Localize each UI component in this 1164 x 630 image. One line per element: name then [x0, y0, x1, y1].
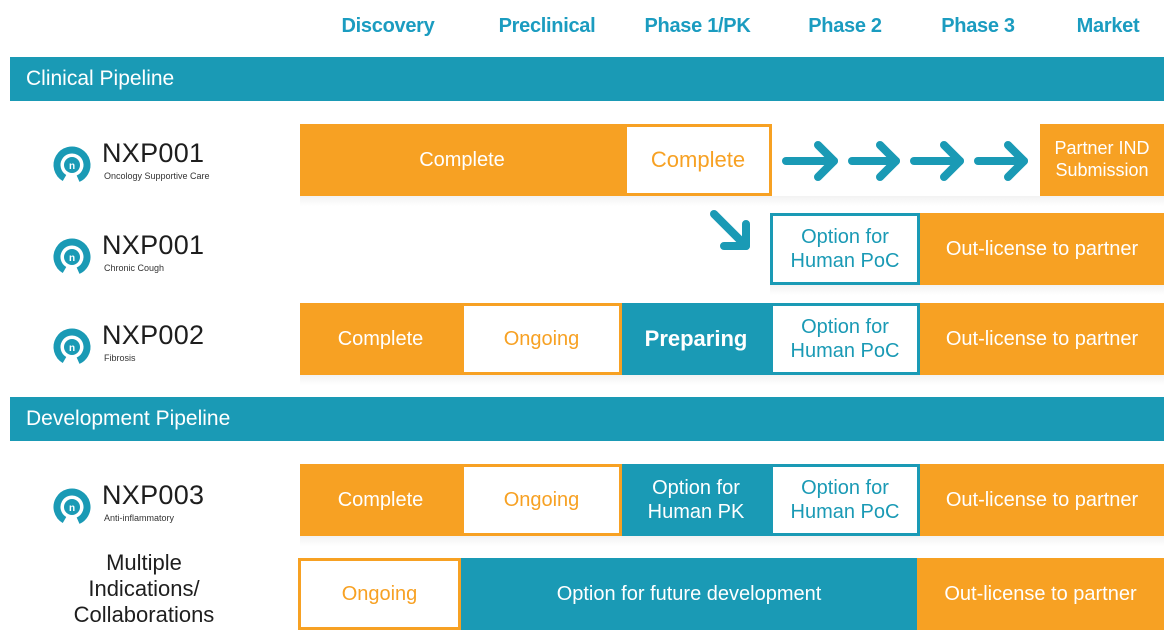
arrow-sequence [782, 141, 1028, 181]
segment-out-license: Out-license to partner [920, 464, 1164, 536]
phase-1-pk: Phase 1/PK [644, 15, 751, 37]
segment-option-human-poc: Option for Human PoC [770, 213, 920, 285]
svg-text:n: n [69, 503, 75, 514]
segment-partner-ind-submission: Partner IND Submission [1040, 124, 1164, 196]
phase-market: Market [1076, 15, 1140, 37]
company-logo-icon: n [53, 146, 91, 184]
drug-name: NXP003 [102, 480, 205, 510]
segment-complete: Complete [300, 464, 461, 536]
row-shadow [300, 375, 1164, 385]
segment-out-license: Out-license to partner [920, 303, 1164, 375]
drug-indication: Oncology Supportive Care [104, 171, 210, 181]
segment-option-human-poc: Option for Human PoC [770, 464, 920, 536]
svg-text:n: n [69, 161, 75, 172]
segment-complete: Complete [300, 124, 624, 196]
segment-preparing: Preparing [622, 303, 770, 375]
row-shadow [770, 285, 1164, 295]
segment-out-license: Out-license to partner [917, 558, 1164, 630]
segment-complete-phase1: Complete [624, 124, 772, 196]
arrow-right-icon [782, 141, 838, 181]
arrow-right-icon [910, 141, 964, 181]
multiple-indications-label: Multiple Indications/ Collaborations [73, 550, 215, 627]
drug-indication: Fibrosis [104, 353, 136, 363]
row-shadow [300, 196, 1164, 206]
drug-name: NXP001 [102, 230, 205, 260]
segment-option-human-pk: Option for Human PK [622, 464, 770, 536]
segment-ongoing: Ongoing [298, 558, 461, 630]
company-logo-icon: n [53, 238, 91, 276]
company-logo-icon: n [53, 328, 91, 366]
segment-ongoing: Ongoing [461, 303, 622, 375]
svg-text:n: n [69, 343, 75, 354]
segment-out-license: Out-license to partner [920, 213, 1164, 285]
phase-2: Phase 2 [808, 15, 882, 37]
drug-indication: Chronic Cough [104, 263, 165, 273]
arrow-right-icon [848, 141, 900, 181]
segment-ongoing: Ongoing [461, 464, 622, 536]
drug-name: NXP002 [102, 320, 205, 350]
row-shadow [300, 536, 1164, 546]
clinical-pipeline-band: Clinical Pipeline [10, 57, 1164, 101]
arrow-down-right-icon [710, 210, 750, 250]
phase-3: Phase 3 [941, 15, 1015, 37]
drug-indication: Anti-inflammatory [104, 513, 175, 523]
company-logo-icon: n [53, 488, 91, 526]
phase-discovery: Discovery [341, 15, 435, 37]
development-pipeline-band: Development Pipeline [10, 397, 1164, 441]
arrow-right-icon [974, 141, 1028, 181]
segment-option-human-poc: Option for Human PoC [770, 303, 920, 375]
segment-complete: Complete [300, 303, 461, 375]
drug-name: NXP001 [102, 138, 205, 168]
phase-preclinical: Preclinical [498, 15, 596, 37]
segment-future-development: Option for future development [461, 558, 917, 630]
svg-text:n: n [69, 253, 75, 264]
